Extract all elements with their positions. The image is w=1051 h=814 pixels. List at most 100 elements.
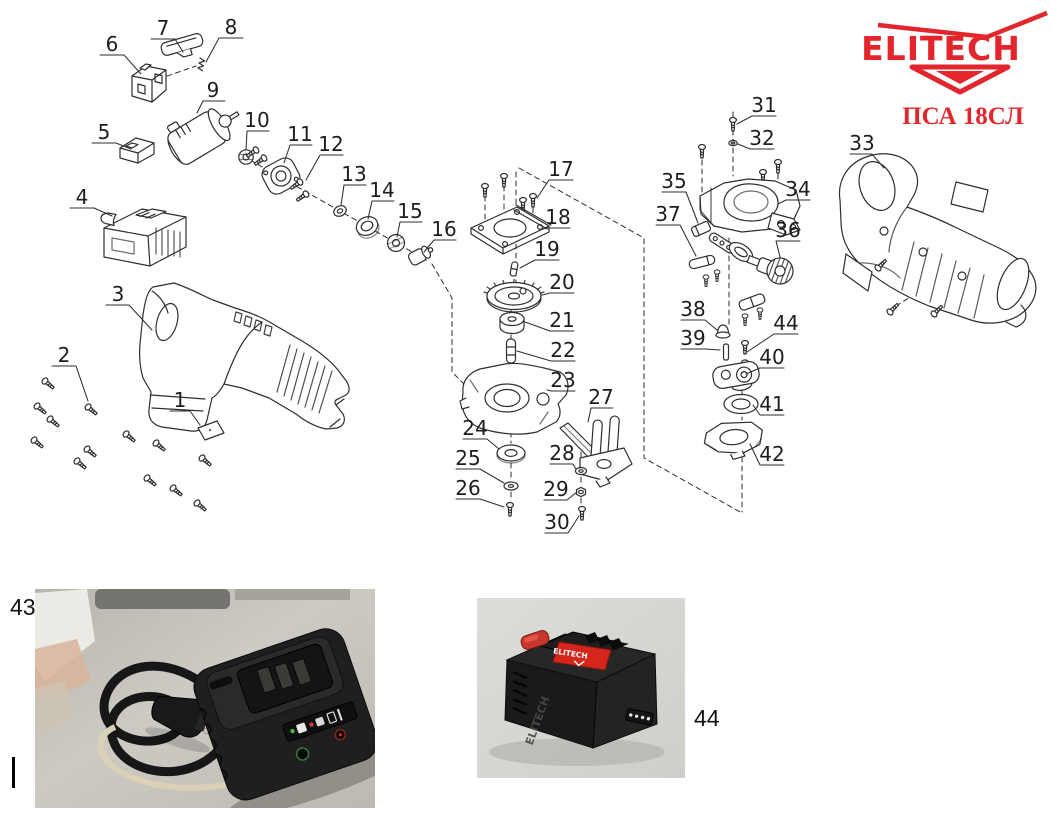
callout-leader-9 (196, 100, 226, 114)
part-7-trigger-slide (160, 33, 204, 58)
callout-21: 21 (549, 308, 574, 332)
logo-marks (877, 10, 1048, 95)
callout-leader-18 (539, 227, 571, 231)
callout-44: 44 (773, 311, 798, 335)
callout-37: 37 (655, 202, 680, 226)
part-14-bearing (355, 216, 380, 239)
callout-22: 22 (550, 338, 575, 362)
callout-2: 2 (58, 343, 71, 367)
part-37-pin (688, 254, 716, 270)
callout-leader-26 (455, 498, 505, 508)
callout-leader-14 (367, 200, 395, 220)
callout-leader-23 (546, 389, 576, 392)
part-9-motor (166, 108, 240, 165)
callout-leader-40 (745, 367, 785, 375)
callout-8: 8 (225, 15, 238, 39)
callout-leader-22 (516, 350, 576, 362)
logo-chevron-icon (877, 10, 1048, 40)
part-22-pin-shaft (505, 338, 517, 364)
part-15-gear (386, 233, 406, 253)
callout-leader-42 (749, 443, 785, 466)
callout-16: 16 (431, 217, 456, 241)
callout-30: 30 (544, 510, 569, 534)
callout-31: 31 (751, 93, 776, 117)
charger-photo-label: 43 (10, 594, 36, 620)
part-8-spring (197, 57, 206, 72)
part-23-gearbox-housing (459, 362, 569, 435)
callout-24: 24 (462, 416, 487, 440)
callout-leader-5 (91, 142, 132, 150)
cover-screws (697, 143, 783, 184)
callout-7: 7 (157, 16, 170, 40)
callout-leader-8 (205, 37, 244, 63)
charger-photo (35, 589, 375, 808)
part-21-hub (499, 311, 525, 335)
callout-leader-12 (305, 154, 344, 181)
part-19-pin (509, 261, 519, 277)
callout-6: 6 (106, 32, 119, 56)
brand-logo: ELITECH ПСА 18СЛ (845, 8, 1051, 140)
part-31-screw (728, 116, 738, 132)
callout-leader-24 (462, 438, 500, 450)
callout-leader-2 (51, 365, 89, 402)
callout-leader-17 (536, 179, 574, 199)
part-5-mount-plate (119, 137, 155, 164)
part-30-screw (577, 505, 587, 521)
callout-34: 34 (785, 177, 810, 201)
callout-3: 3 (112, 282, 125, 306)
battery-latch (520, 630, 550, 650)
battery-shadow (489, 738, 665, 766)
callout-35: 35 (661, 169, 686, 193)
part-38-cap-nut (715, 324, 731, 339)
part-27-blade-holder-bracket (559, 415, 633, 488)
callout-leader-39 (680, 348, 721, 351)
callout-25: 25 (455, 446, 480, 470)
part-33-housing-half (838, 153, 1037, 328)
charge-indicator (625, 708, 654, 726)
logo-triangle-inner-icon (936, 71, 984, 84)
callout-39: 39 (680, 326, 705, 350)
part-3-saw-body (139, 282, 350, 432)
callout-leader-20 (541, 292, 575, 296)
callout-leader-27 (587, 407, 614, 423)
charger-body (193, 628, 375, 808)
callout-10: 10 (244, 108, 269, 132)
part-6-switch (131, 63, 167, 103)
callout-leader-36 (775, 240, 801, 258)
callout-leader-7 (150, 38, 184, 53)
battery-outline-icon (326, 711, 338, 724)
callout-33: 33 (849, 131, 874, 155)
green-led-window-icon (295, 747, 310, 761)
callout-4: 4 (76, 185, 89, 209)
background-objects (35, 589, 350, 739)
part-35-block (690, 220, 712, 238)
callout-32: 32 (749, 126, 774, 150)
callout-leader-16 (423, 239, 457, 253)
stud-link (738, 293, 766, 326)
logo-triangle-icon (909, 64, 1011, 95)
battery-photo-label: 44 (694, 705, 720, 731)
callout-leader-6 (99, 54, 142, 75)
callout-11: 11 (287, 122, 312, 146)
callout-40: 40 (759, 345, 784, 369)
callout-14: 14 (369, 178, 394, 202)
callout-leader-30 (544, 515, 580, 534)
part-42-support-bracket (703, 421, 763, 460)
callout-leader-3 (105, 304, 153, 331)
text-cursor-artifact (12, 757, 15, 788)
part-40-slider-plate (712, 360, 760, 391)
callout-15: 15 (397, 199, 422, 223)
callout-leader-19 (519, 259, 560, 269)
battery-icon (296, 722, 307, 734)
callout-5: 5 (98, 120, 111, 144)
callout-29: 29 (543, 477, 568, 501)
callout-38: 38 (680, 297, 705, 321)
battery-red-label: ELITECH (552, 641, 612, 671)
part-24-bearing (496, 444, 526, 464)
green-led-dot-icon (290, 728, 295, 734)
callout-28: 28 (549, 441, 574, 465)
callout-1: 1 (174, 388, 187, 412)
